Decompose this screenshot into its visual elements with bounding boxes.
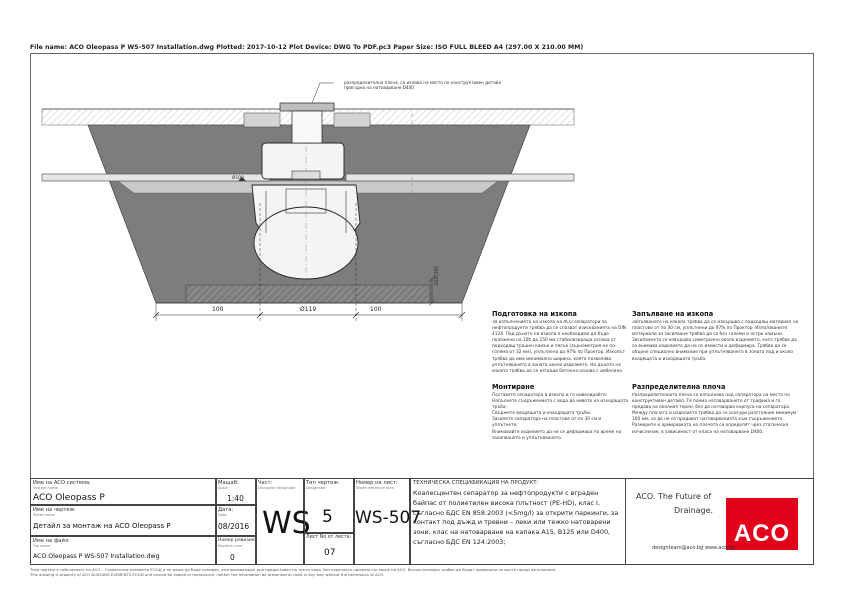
scale-value: 1:40 — [227, 494, 244, 503]
excavation-text: За изпълнението на изкопа на ACO сепарат… — [492, 320, 626, 372]
outlet-pipe — [345, 173, 575, 182]
depth-label: 200(30) — [434, 266, 440, 286]
date-value: 08/2016 — [218, 522, 250, 531]
installation-drawing — [41, 82, 575, 321]
excavation-title: Подготовка на изкопа — [492, 310, 577, 318]
installing-item: Поставете сепаратора в изкопа и го нивел… — [492, 393, 608, 398]
brand-tagline-1: ACO. The Future of — [636, 492, 712, 501]
type-label: Тип чертеж: — [306, 480, 340, 486]
level-label: Ø100 — [232, 176, 244, 181]
drawing-label: Име на чертеж: — [33, 507, 77, 513]
installing-item: Засипете сепаратора на пластове от по 30… — [492, 417, 602, 429]
concrete-base — [185, 284, 431, 304]
type-value: 5 — [322, 507, 333, 527]
separator-tank — [251, 113, 361, 285]
dim-right-label: 100 — [370, 306, 382, 313]
installing-item: Свържете входящата и изходящата тръби; — [492, 411, 592, 417]
sheets-value: 07 — [324, 548, 336, 558]
sheet-label: Номер на лист: — [356, 480, 398, 486]
installing-item: Напълнете съоръжението с вода до нивото … — [492, 399, 628, 411]
aco-logo-text: ACO — [733, 520, 791, 547]
part-value: WS — [262, 506, 311, 541]
installing-list: Поставете сепаратора в изкопа и го нивел… — [492, 393, 628, 442]
callout-note: разпределителна плоча, се излива на мяст… — [344, 80, 502, 90]
installing-item: Внимавайте изделието да не се деформира … — [492, 429, 622, 441]
product-value: ACO Oleopass P — [33, 493, 105, 503]
part-label: Част: — [258, 480, 273, 486]
backfill-text: Запълването на изкопа трябва да се извър… — [632, 320, 799, 362]
slab-text: Разпределителната плоча се изпълнява над… — [632, 393, 797, 435]
revision-value: 0 — [230, 553, 235, 562]
brand-tagline-2: Drainage. — [674, 506, 714, 515]
manhole-cover — [243, 102, 371, 144]
dim-mid-label: Ø119 — [300, 306, 317, 313]
sheet-value: WS-507 — [355, 508, 422, 528]
installing-title: Монтиране — [492, 383, 535, 391]
spec-text: Коалесцентен сепаратор за нефтопродукти … — [413, 489, 619, 546]
footer-line-2: This drawing is property of ACO BUILDING… — [30, 572, 385, 577]
footer-line-1: Този чертеж е собственост на ACO – Строи… — [30, 567, 557, 572]
backfill-title: Запълване на изкопа — [632, 310, 714, 318]
spec-title: ТЕХНИЧЕСКА СПЕЦИФИКАЦИЯ НА ПРОДУКТ: — [413, 480, 539, 486]
product-label: Име на ACO система: — [33, 480, 91, 486]
file-label: Име на файл: — [33, 538, 70, 544]
drawing-value: Детайл за монтаж на ACO Oleopass P — [33, 522, 171, 530]
sheets-label: Лист No от листа: — [306, 535, 352, 540]
aco-logo: ACO — [726, 498, 798, 550]
slab-title: Разпределителна плоча — [632, 383, 726, 391]
file-value: ACO Oleopass P WS-507 Installation.dwg — [33, 553, 160, 560]
revision-label: Номер ревизия: — [218, 538, 257, 543]
date-label: Дата: — [218, 507, 234, 513]
file-info-header: File name: ACO Oleopass P WS-507 Install… — [30, 44, 584, 51]
scale-label: Мащаб: — [218, 480, 239, 486]
brand-contact: designteam@aco.bg www.aco.bg — [652, 545, 735, 551]
dim-left-label: 100 — [212, 306, 224, 313]
